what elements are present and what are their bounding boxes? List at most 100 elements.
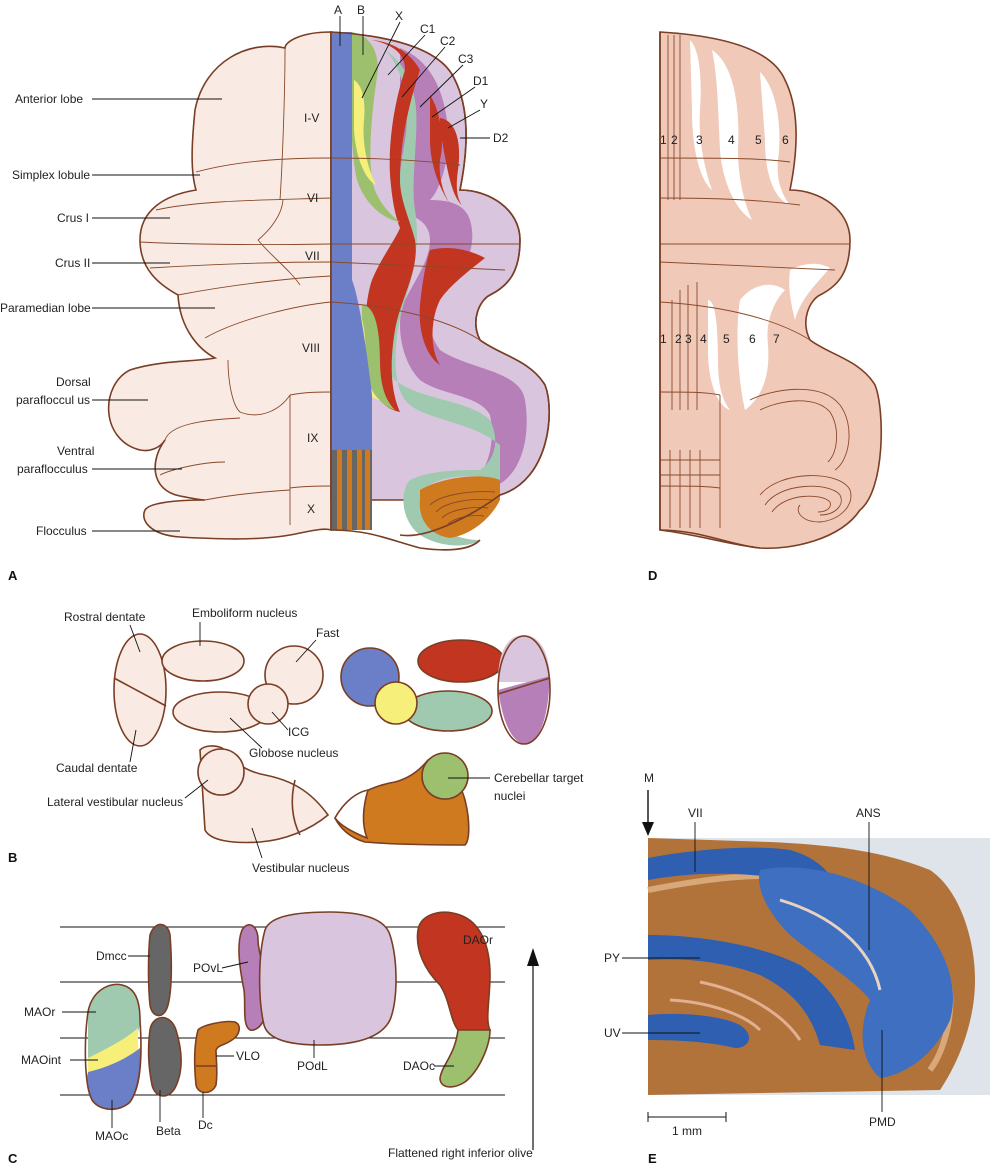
beta — [147, 1016, 182, 1097]
label-cerebellar-target: Cerebellar target — [494, 771, 584, 785]
zone-label-d1: D1 — [473, 74, 489, 88]
fissure-line — [149, 261, 332, 269]
zone-c1-red-lower — [419, 247, 485, 365]
d-upper-2: 2 — [671, 133, 678, 147]
d-upper-4: 4 — [728, 133, 735, 147]
label-py: PY — [604, 951, 620, 965]
label-scale-1mm: 1 mm — [672, 1124, 702, 1138]
zone-d1-red — [430, 95, 455, 210]
label-nuclei: nuclei — [494, 789, 525, 803]
label-emboliform-nucleus: Emboliform nucleus — [192, 606, 297, 620]
label-rostral-dentate: Rostral dentate — [64, 610, 146, 624]
label-podl: POdL — [297, 1059, 328, 1073]
icg-nucleus — [247, 683, 289, 725]
granular-layer-vii — [648, 847, 833, 892]
label-uv: UV — [604, 1026, 621, 1040]
fissure-line — [289, 391, 332, 396]
granular-layer-py — [648, 935, 855, 1050]
label-maoint: MAOint — [21, 1053, 62, 1067]
d-upper-1: 1 — [660, 133, 667, 147]
zone-label-y: Y — [480, 97, 488, 111]
lobule-vii: VII — [305, 249, 320, 263]
fissure-line — [204, 301, 332, 339]
label-vestibular-nucleus: Vestibular nucleus — [252, 861, 349, 875]
white-stripe — [737, 284, 785, 410]
zone-label-b: B — [357, 3, 365, 17]
maoc — [86, 1048, 141, 1110]
label-ans: ANS — [856, 806, 881, 820]
label-pmd: PMD — [869, 1115, 896, 1129]
label-povl: POvL — [193, 961, 223, 975]
panel-d — [659, 31, 883, 550]
fissure-line — [257, 199, 284, 241]
d-lower-4: 4 — [700, 332, 707, 346]
lobule-ix: IX — [307, 431, 318, 445]
podl — [258, 911, 397, 1046]
fissure-line — [257, 239, 301, 286]
zone-label-d2: D2 — [493, 131, 509, 145]
lateral-vestibular-nucleus — [197, 748, 245, 796]
fissure-line — [155, 197, 332, 211]
daor — [416, 911, 492, 1031]
label-fast: Fast — [316, 626, 340, 640]
zone-d2-red — [440, 118, 462, 205]
label-dorsal-paraflocculus: parafloccul us — [16, 393, 90, 407]
white-stripe — [789, 263, 830, 320]
vestibular-white-wedge — [334, 788, 370, 840]
panel-label-c: C — [8, 1151, 18, 1166]
fissure-line — [159, 461, 226, 476]
fissure-line — [195, 157, 332, 173]
panel-b-labels: Rostral dentate Emboliform nucleus Fast … — [47, 606, 584, 875]
fissure-line — [289, 485, 332, 489]
label-vlo: VLO — [236, 1049, 260, 1063]
panel-e — [642, 790, 990, 1122]
label-globose-nucleus: Globose nucleus — [249, 746, 338, 760]
granular-layer-uv — [648, 1013, 750, 1048]
panel-label-a: A — [8, 568, 18, 583]
label-paramedian-lobe: Paramedian lobe — [0, 301, 91, 315]
label-daor: DAOr — [463, 933, 493, 947]
d-upper-6: 6 — [782, 133, 789, 147]
white-stripe — [690, 40, 712, 190]
zone-label-c3: C3 — [458, 52, 474, 66]
panel-c-labels: Dmcc POvL DAOr MAOr MAOint VLO POdL DAOc… — [21, 933, 533, 1160]
label-daoc: DAOc — [403, 1059, 435, 1073]
emboliform-colored — [417, 639, 505, 683]
label-dorsal: Dorsal — [56, 375, 91, 389]
zone-orange-flocculus — [419, 476, 500, 538]
zone-label-c1: C1 — [420, 22, 436, 36]
dentate-colored-top — [498, 635, 550, 682]
d-lower-1: 1 — [660, 332, 667, 346]
lobule-vi: VI — [307, 191, 318, 205]
cerebellum-left-half — [107, 31, 332, 540]
label-maor: MAOr — [24, 1005, 55, 1019]
fissure-line — [279, 47, 286, 201]
d-upper-3: 3 — [696, 133, 703, 147]
nodulus-stripes — [331, 450, 372, 530]
zone-c1-red — [365, 40, 420, 412]
d-lower-2: 2 — [675, 332, 682, 346]
panel-label-d: D — [648, 568, 657, 583]
granular-layer-ans — [759, 867, 954, 1078]
label-flattened-right-inferior-olive: Flattened right inferior olive — [388, 1146, 533, 1160]
d-lower-7: 7 — [773, 332, 780, 346]
panel-d-labels: 1 2 3 4 5 6 1 2 3 4 5 6 7 — [660, 133, 789, 346]
zone-b-green — [350, 32, 400, 222]
label-maoc: MAOc — [95, 1129, 128, 1143]
daoc — [439, 1029, 491, 1088]
zone-c2-teal — [375, 50, 500, 546]
lobule-i-v: I-V — [304, 111, 319, 125]
white-stripe — [708, 300, 730, 410]
panel-label-b: B — [8, 850, 17, 865]
icg-colored — [374, 681, 418, 725]
dmcc — [147, 923, 173, 1017]
zone-label-a: A — [334, 3, 342, 17]
emboliform-nucleus — [161, 640, 245, 682]
label-ventral-paraflocculus: paraflocculus — [17, 462, 88, 476]
label-dmcc: Dmcc — [96, 949, 127, 963]
fissure-line — [204, 489, 291, 501]
fissure-line — [177, 275, 332, 296]
cerebellar-target-nuclei — [421, 752, 469, 800]
label-lateral-vestibular-nucleus: Lateral vestibular nucleus — [47, 795, 183, 809]
